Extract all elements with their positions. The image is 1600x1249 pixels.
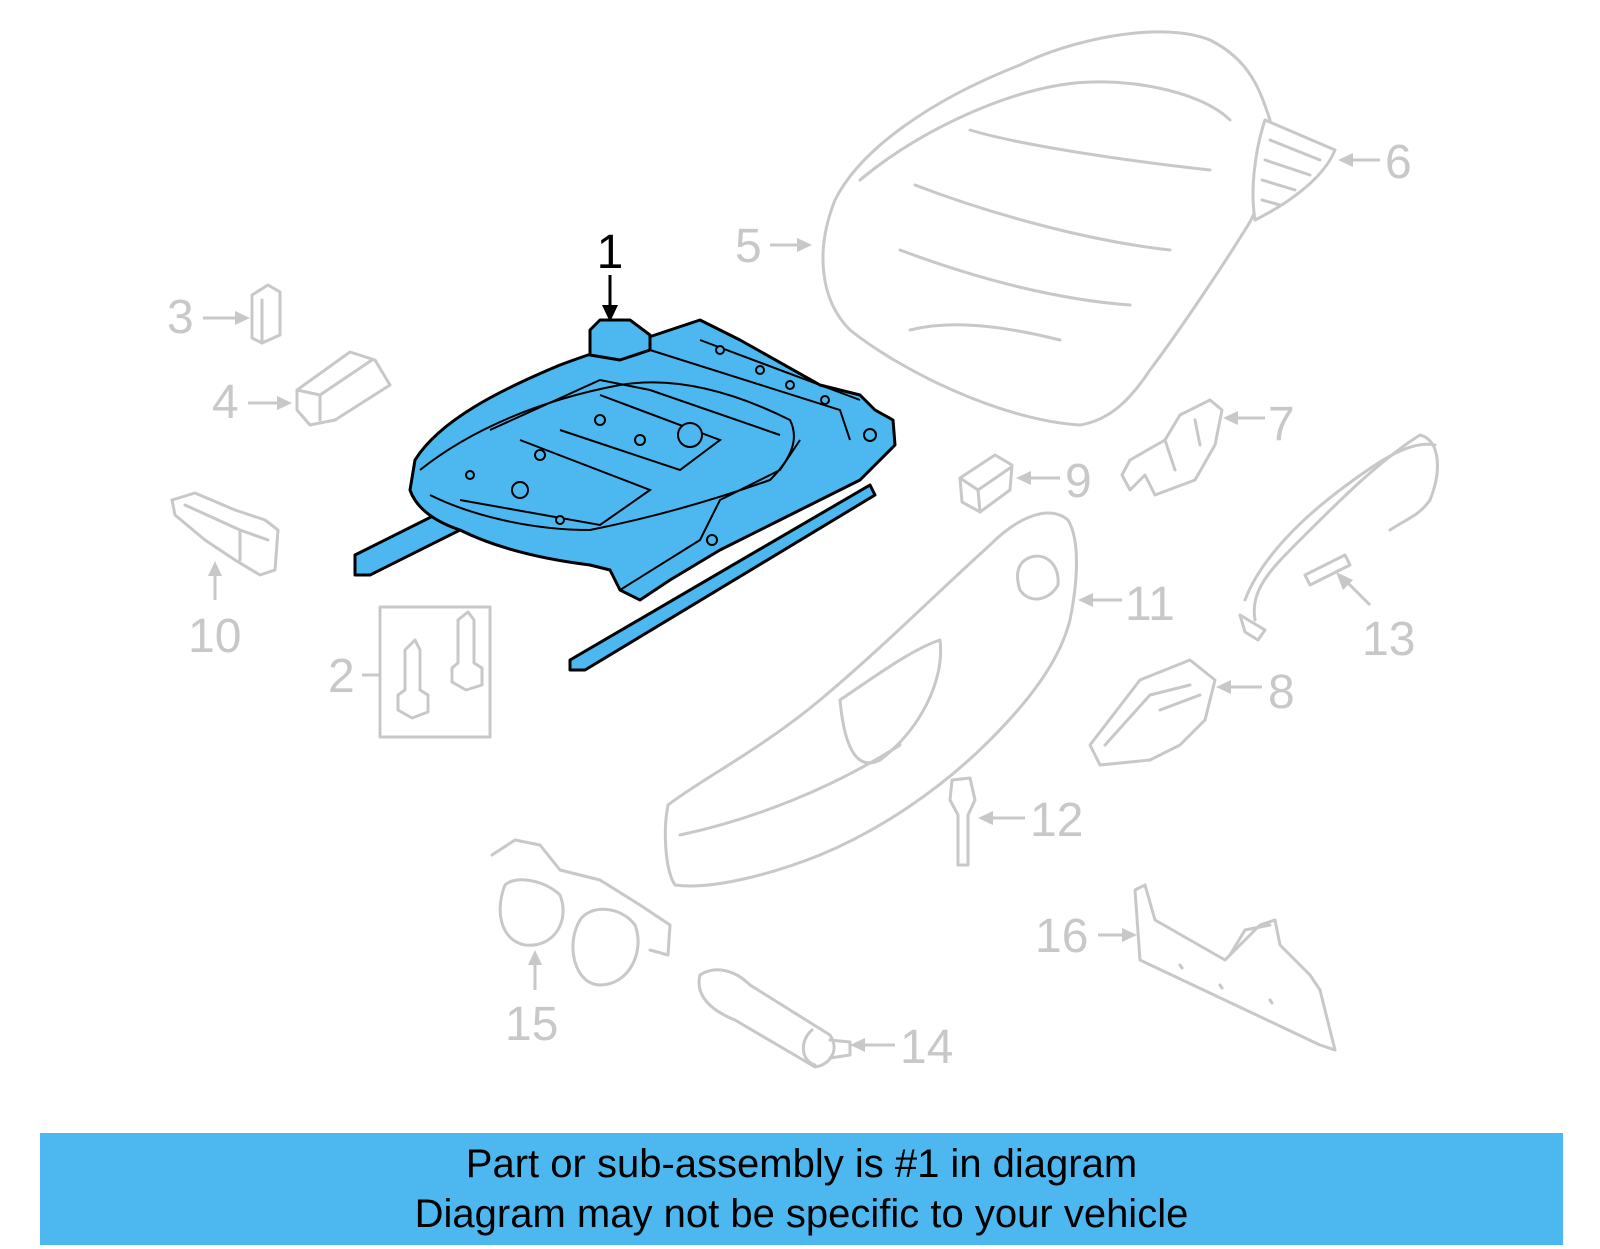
- callout-11: 11: [1078, 578, 1175, 631]
- part-8-switch: [1088, 658, 1217, 767]
- svg-text:13: 13: [1362, 613, 1415, 666]
- svg-text:10: 10: [188, 610, 241, 663]
- callout-16: 16: [1035, 910, 1137, 963]
- svg-text:3: 3: [167, 291, 194, 344]
- part-1-seat-frame: [353, 318, 897, 672]
- callout-1: 1: [597, 226, 624, 322]
- part-10-handle: [170, 491, 280, 577]
- banner-line-1: Part or sub-assembly is #1 in diagram: [465, 1142, 1138, 1186]
- callout-9: 9: [1016, 455, 1092, 508]
- svg-text:16: 16: [1035, 910, 1088, 963]
- callout-5: 5: [735, 220, 812, 273]
- banner-line-2: Diagram may not be specific to your vehi…: [414, 1192, 1189, 1236]
- info-banner: Part or sub-assembly is #1 in diagram Di…: [40, 1133, 1563, 1245]
- callout-13: 13: [1336, 572, 1415, 666]
- part-7-bracket: [1120, 398, 1224, 497]
- part-13-cable: [1238, 433, 1439, 642]
- svg-text:12: 12: [1030, 794, 1083, 847]
- callout-6: 6: [1338, 136, 1412, 189]
- svg-text:14: 14: [900, 1021, 953, 1074]
- callout-14: 14: [850, 1021, 953, 1074]
- part-9-connector: [958, 453, 1014, 514]
- part-3-clip: [250, 283, 282, 345]
- part-15-covers: [490, 838, 672, 987]
- callout-2: 2: [328, 650, 380, 703]
- part-14-tube: [697, 968, 852, 1069]
- callout-8: 8: [1216, 666, 1295, 719]
- part-12-clip: [948, 776, 977, 867]
- callout-15: 15: [505, 950, 558, 1051]
- svg-text:4: 4: [212, 376, 239, 429]
- callout-7: 7: [1223, 398, 1295, 451]
- part-2-bolts: [378, 605, 492, 739]
- svg-text:7: 7: [1268, 398, 1295, 451]
- part-4-connector: [295, 350, 392, 427]
- svg-text:8: 8: [1268, 666, 1295, 719]
- callout-12: 12: [978, 794, 1083, 847]
- svg-text:1: 1: [597, 226, 624, 279]
- parts-diagram: 1 2 3 4 5 6 7 8 9 10: [167, 30, 1439, 1074]
- svg-text:5: 5: [735, 220, 762, 273]
- part-5-seat-cushion: [821, 30, 1273, 427]
- svg-text:9: 9: [1065, 455, 1092, 508]
- svg-text:15: 15: [505, 998, 558, 1051]
- svg-text:2: 2: [328, 650, 355, 703]
- callout-4: 4: [212, 376, 292, 429]
- svg-text:6: 6: [1385, 136, 1412, 189]
- callout-10: 10: [188, 561, 241, 663]
- part-6-mesh-panel: [1251, 118, 1337, 222]
- svg-text:11: 11: [1125, 578, 1175, 631]
- part-11-side-shield: [663, 511, 1078, 888]
- callout-3: 3: [167, 291, 250, 344]
- part-16-bracket: [1133, 883, 1337, 1052]
